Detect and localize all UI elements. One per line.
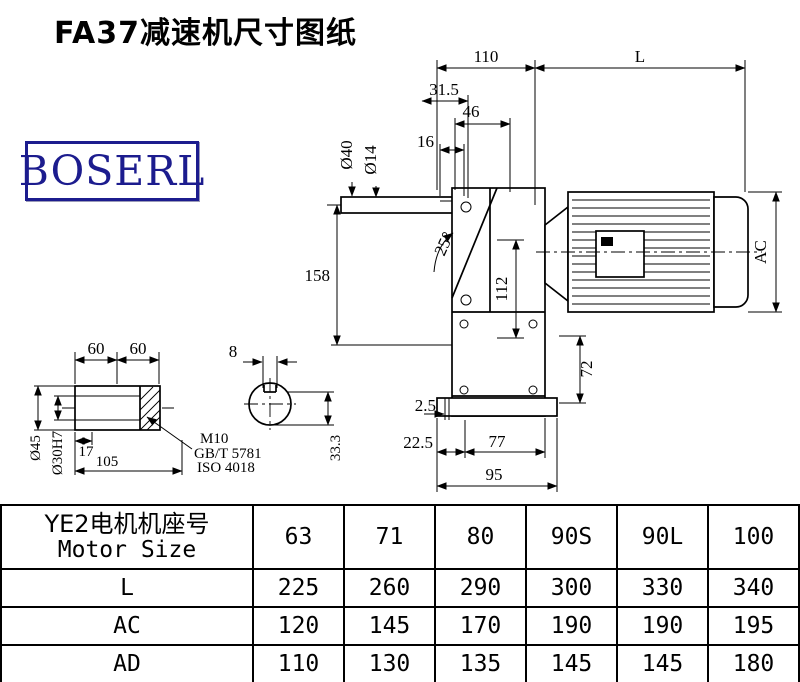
motor-size-header-en: Motor Size: [57, 536, 197, 563]
dim-L-label: L: [635, 47, 645, 66]
table-row-AC: AC 120 145 170 190 190 195: [0, 606, 800, 646]
dim-72-label: 72: [577, 361, 596, 378]
value-AD-63: 110: [252, 644, 345, 682]
value-AC-63: 120: [252, 606, 345, 646]
dim-dia45-label: Ø45: [28, 435, 44, 461]
motor-size-table: YE2电机机座号 Motor Size 63 71 80 90S 90L 100…: [0, 504, 800, 682]
technical-drawing: 110 L 31.5 46 16 Ø40 Ø14 25° 158 112: [28, 47, 782, 492]
table-row-AD: AD 110 130 135 145 145 180: [0, 644, 800, 682]
dim-33-3-label: 33.3: [328, 435, 344, 461]
motor-body: [536, 191, 762, 313]
dim-77-label: 77: [489, 432, 507, 451]
value-AD-90S: 145: [525, 644, 618, 682]
value-AC-90S: 190: [525, 606, 618, 646]
size-90L: 90L: [616, 504, 709, 570]
size-63: 63: [252, 504, 345, 570]
dim-105-label: 105: [96, 454, 119, 470]
size-71: 71: [343, 504, 436, 570]
value-L-71: 260: [343, 568, 436, 608]
value-AD-80: 135: [434, 644, 527, 682]
bolt-hole: [528, 319, 538, 329]
dim-16-label: 16: [417, 132, 434, 151]
gearbox-housing: [436, 187, 558, 417]
bolt-hole: [459, 319, 469, 329]
standard-gbt5781-label: GB/T 5781: [194, 446, 262, 462]
boserl-logo: BOSERL: [19, 141, 204, 201]
thread-m10-label: M10: [200, 431, 228, 447]
table-row-L: L 225 260 290 300 330 340: [0, 568, 800, 608]
value-AC-71: 145: [343, 606, 436, 646]
bolt-hole: [460, 294, 472, 306]
bore-detail-view: 8 33.3: [229, 342, 344, 461]
value-L-100: 340: [707, 568, 800, 608]
table-header-row: YE2电机机座号 Motor Size 63 71 80 90S 90L 100: [0, 504, 800, 570]
motor-size-header-cn: YE2电机机座号: [44, 509, 210, 538]
size-90S: 90S: [525, 504, 618, 570]
page-title: FA37减速机尺寸图纸: [54, 16, 358, 51]
value-AD-90L: 145: [616, 644, 709, 682]
dim-dia40-label: Ø40: [337, 140, 356, 169]
value-AD-100: 180: [707, 644, 800, 682]
dim-158-label: 158: [305, 266, 331, 285]
dim-110-label: 110: [474, 47, 499, 66]
value-L-90L: 330: [616, 568, 709, 608]
bolt-hole: [459, 385, 469, 395]
value-L-90S: 300: [525, 568, 618, 608]
standard-iso4018-label: ISO 4018: [197, 460, 255, 476]
dim-60b-label: 60: [130, 339, 147, 358]
size-100: 100: [707, 504, 800, 570]
value-L-63: 225: [252, 568, 345, 608]
value-AC-100: 195: [707, 606, 800, 646]
dim-112-label: 112: [492, 277, 511, 302]
row-label-AC: AC: [0, 606, 254, 646]
dim-2-5-label: 2.5: [415, 396, 436, 415]
dim-dia30h7-label: Ø30H7: [50, 430, 66, 475]
value-AD-71: 130: [343, 644, 436, 682]
dim-dia14-label: Ø14: [361, 145, 380, 175]
dim-AC-label: AC: [751, 240, 770, 264]
bolt-hole: [528, 385, 538, 395]
motor-size-header-cell: YE2电机机座号 Motor Size: [0, 504, 254, 570]
bolt-hole: [460, 201, 472, 213]
row-label-L: L: [0, 568, 254, 608]
value-L-80: 290: [434, 568, 527, 608]
size-80: 80: [434, 504, 527, 570]
row-label-AD: AD: [0, 644, 254, 682]
dim-8-label: 8: [229, 342, 238, 361]
mounting-feet: [436, 397, 558, 417]
dim-22-5-label: 22.5: [403, 433, 433, 452]
dim-46-label: 46: [463, 102, 480, 121]
dim-31-5-label: 31.5: [429, 80, 459, 99]
boserl-logo-text: BOSERL: [18, 147, 206, 195]
shaft-detail-view: 60 60 Ø45 Ø30H7 17 105 M10: [28, 339, 262, 476]
dim-95-label: 95: [486, 465, 503, 484]
dim-17-label: 17: [79, 444, 95, 460]
value-AC-90L: 190: [616, 606, 709, 646]
value-AC-80: 170: [434, 606, 527, 646]
dim-60a-label: 60: [88, 339, 105, 358]
